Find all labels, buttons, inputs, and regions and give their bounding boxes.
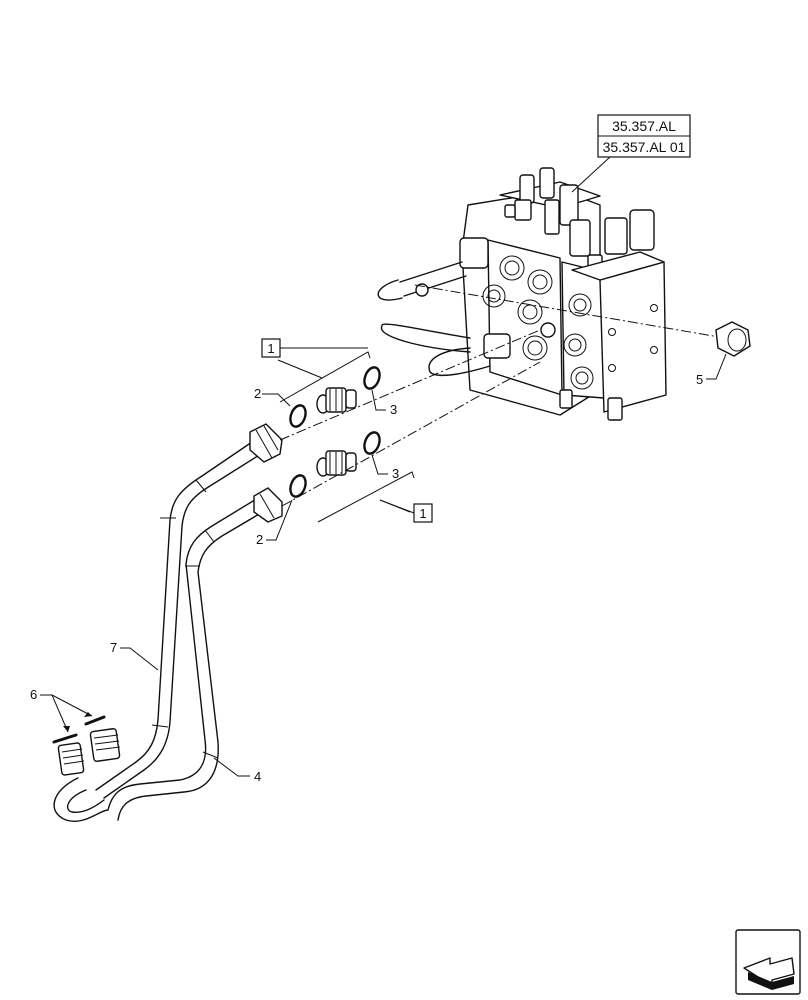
pipe-nut-upper	[249, 423, 283, 463]
callout-2-lower: 2	[256, 532, 263, 547]
reference-box: 35.357.AL 35.357.AL 01	[571, 114, 691, 193]
callout-5: 5	[696, 372, 703, 387]
callout-6: 6	[30, 687, 37, 702]
o-ring-3-lower	[363, 431, 381, 455]
o-ring-2-upper	[289, 404, 307, 428]
adapter-lower	[316, 450, 357, 477]
adapter-upper	[316, 387, 357, 414]
pipe-7	[95, 439, 265, 799]
pipe-nut-lower	[253, 487, 283, 523]
control-valve-assembly	[377, 167, 667, 421]
bracket-lower	[317, 471, 415, 523]
callout-1-lower: 1	[419, 506, 426, 521]
callout-1-upper: 1	[267, 341, 274, 356]
callout-3-lower: 3	[392, 466, 399, 481]
end-fitting-right	[89, 728, 121, 762]
reference-text-1: 35.357.AL	[612, 118, 676, 134]
pipe-u-bend	[53, 777, 109, 822]
reference-text-2: 35.357.AL 01	[603, 139, 686, 155]
callout-3-upper: 3	[390, 402, 397, 417]
end-fitting-left	[57, 742, 85, 776]
hex-nut-5	[715, 321, 751, 357]
callout-4: 4	[254, 769, 261, 784]
callout-7: 7	[110, 640, 117, 655]
callout-2-upper: 2	[254, 386, 261, 401]
o-ring-2-lower	[289, 474, 307, 498]
o-ring-3-upper	[363, 366, 381, 390]
pipe-4	[107, 497, 267, 821]
bracket-upper	[279, 351, 371, 403]
arrow-navigation-icon[interactable]	[735, 929, 801, 995]
